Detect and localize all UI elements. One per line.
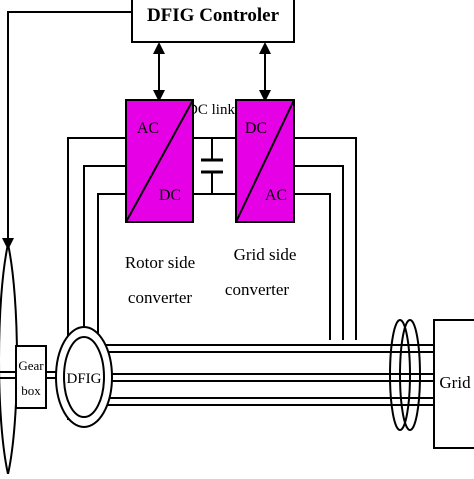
rotor-side-converter: AC DC (125, 99, 194, 223)
control-arrows (153, 42, 271, 102)
gearbox-block: Gear box (15, 345, 47, 409)
rotor-converter-ac: AC (137, 120, 159, 137)
dfig-label: DFIG (66, 371, 101, 387)
dfig-generator: DFIG (55, 326, 113, 428)
gearbox-label-1: Gear (18, 358, 44, 373)
grid-label: Grid (439, 373, 471, 392)
grid-converter-caption-1: Grid side (234, 245, 297, 264)
turbine-blade (0, 243, 18, 475)
rotor-converter-caption-1: Rotor side (125, 253, 195, 272)
grid-converter-ac: AC (265, 187, 287, 204)
stator-bus-lines (98, 344, 434, 406)
controller-block: DFIG Controler (131, 0, 295, 43)
transformer (389, 319, 421, 431)
control-feedback-line (2, 11, 132, 250)
grid-block: Grid (433, 319, 474, 449)
grid-side-converter: DC AC (235, 99, 295, 223)
grid-side-lines (294, 137, 357, 340)
transformer-coil-2 (399, 319, 421, 431)
grid-converter-dc: DC (245, 120, 267, 137)
grid-converter-caption-2: converter (225, 280, 290, 299)
rotor-circuit-lines (67, 137, 126, 420)
gearbox-label-2: box (21, 383, 41, 398)
dc-link-label: DC link (187, 102, 235, 118)
rotor-converter-dc: DC (159, 187, 181, 204)
rotor-converter-caption-2: converter (128, 288, 193, 307)
controller-label: DFIG Controler (147, 5, 280, 26)
transformer-coil-1 (389, 319, 411, 431)
